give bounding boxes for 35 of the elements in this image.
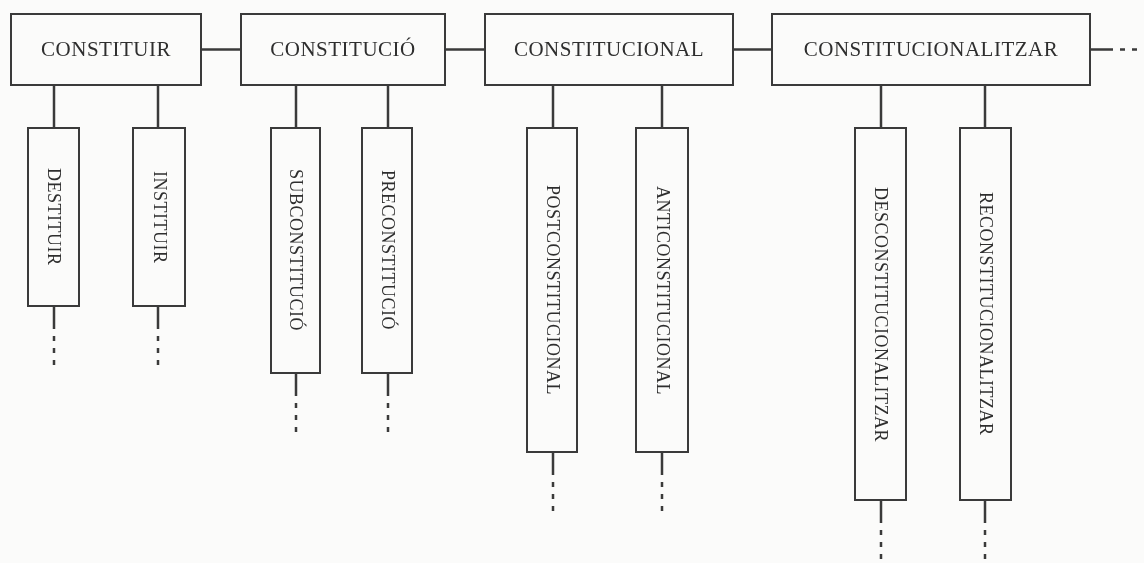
word-label: POSTCONSTITUCIONAL xyxy=(541,185,563,395)
word-box xyxy=(10,13,202,86)
connector-line xyxy=(386,86,390,127)
connector-line xyxy=(879,86,883,127)
word-label: CONSTITUCIONAL xyxy=(513,37,705,62)
word-label: CONSTITUCIONALITZAR xyxy=(803,37,1059,62)
word-box xyxy=(27,127,80,307)
word-box xyxy=(361,127,413,374)
word-label: DESCONSTITUCIONALITZAR xyxy=(870,186,891,442)
word-box xyxy=(771,13,1091,86)
word-box xyxy=(854,127,907,501)
connector-line xyxy=(660,86,664,127)
connector-line xyxy=(156,86,160,127)
word-box xyxy=(132,127,186,307)
connector-line xyxy=(294,86,298,127)
word-label: SUBCONSTITUCIÓ xyxy=(285,169,306,332)
connector-line xyxy=(52,86,56,127)
word-box xyxy=(484,13,734,86)
connector-line xyxy=(734,48,771,51)
word-box xyxy=(526,127,578,453)
connector-line xyxy=(202,48,240,51)
word-label: CONSTITUCIÓ xyxy=(270,37,416,62)
connector-line xyxy=(446,48,484,51)
connector-line xyxy=(551,86,555,127)
word-label: INSTITUIR xyxy=(148,170,170,264)
word-label: DESTITUIR xyxy=(43,168,64,266)
word-label: RECONSTITUCIONALITZAR xyxy=(975,192,996,436)
word-box xyxy=(635,127,689,453)
word-label: CONSTITUIR xyxy=(41,37,171,62)
connector-line xyxy=(983,86,987,127)
word-box xyxy=(959,127,1012,501)
word-box xyxy=(270,127,321,374)
word-label: ANTICONSTITUCIONAL xyxy=(651,185,673,395)
word-box xyxy=(240,13,446,86)
word-label: PRECONSTITUCIÓ xyxy=(376,170,398,331)
